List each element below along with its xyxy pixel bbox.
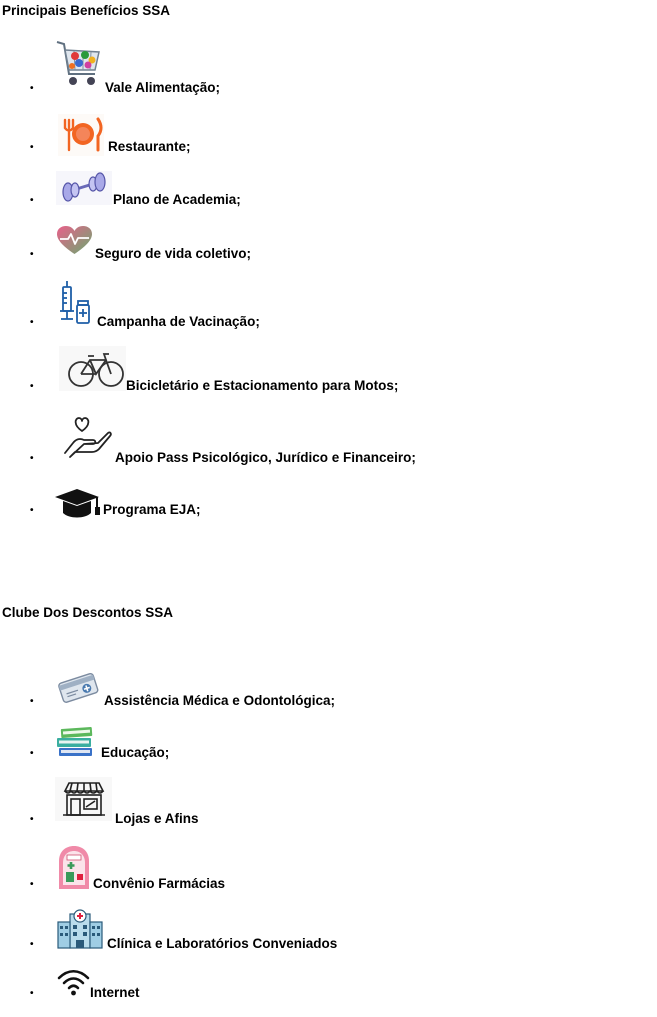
- benefit-label-programa-eja: Programa EJA;: [103, 502, 201, 517]
- syringe-vial-icon: [60, 281, 90, 324]
- benefit-label-campanha-vacinacao: Campanha de Vacinação;: [97, 314, 260, 329]
- discount-label-lojas-afins: Lojas e Afins: [115, 811, 199, 826]
- hospital-icon: [57, 909, 103, 949]
- list-item: • Internet: [0, 0, 640, 1000]
- list-item: • Lojas e Afins: [0, 0, 640, 826]
- dumbbell-icon: [56, 171, 112, 205]
- bullet: •: [30, 83, 34, 94]
- benefit-label-vale-alimentacao: Vale Alimentação;: [105, 80, 221, 95]
- bullet: •: [30, 317, 34, 328]
- heart-pulse-icon: [57, 226, 92, 254]
- list-item: • Campanha de Vacinação;: [0, 0, 640, 329]
- bullet: •: [30, 988, 34, 999]
- bullet: •: [30, 453, 34, 464]
- storefront-icon: [55, 777, 112, 821]
- shopping-cart-icon: [56, 41, 100, 85]
- list-item: • Assistência Médica e Odontológica;: [0, 0, 640, 708]
- list-item: • Bicicletário e Estacionamento para Mot…: [0, 0, 640, 393]
- bullet: •: [30, 748, 34, 759]
- benefit-label-restaurante: Restaurante;: [108, 139, 191, 154]
- section-title-benefits: Principais Benefícios SSA: [2, 3, 171, 18]
- list-item: • Convênio Farmácias: [0, 0, 640, 891]
- bullet: •: [30, 249, 34, 260]
- list-item: • Educação;: [0, 0, 640, 760]
- hand-heart-icon: [64, 417, 112, 458]
- bullet: •: [30, 696, 34, 707]
- discount-label-convenio-farmacias: Convênio Farmácias: [93, 876, 226, 891]
- wifi-icon: [57, 969, 90, 996]
- bullet: •: [30, 195, 34, 206]
- list-item: • Vale Alimentação;: [0, 0, 640, 95]
- bullet: •: [30, 505, 34, 516]
- list-item: • Plano de Academia;: [0, 0, 640, 207]
- section-title-discounts: Clube Dos Descontos SSA: [2, 605, 174, 620]
- benefit-label-apoio-pass: Apoio Pass Psicológico, Jurídico e Finan…: [115, 450, 416, 465]
- bullet: •: [30, 381, 34, 392]
- plate-fork-knife-icon: [58, 114, 104, 156]
- list-item: • Clínica e Laboratórios Conveniados: [0, 0, 640, 951]
- discount-label-educacao: Educação;: [101, 745, 170, 760]
- bullet: •: [30, 814, 34, 825]
- discount-label-clinica-laboratorios: Clínica e Laboratórios Conveniados: [107, 936, 338, 951]
- health-card-icon: [58, 672, 99, 703]
- discount-label-assistencia-medica: Assistência Médica e Odontológica;: [104, 693, 336, 708]
- benefit-label-seguro-vida: Seguro de vida coletivo;: [95, 246, 252, 261]
- benefit-label-plano-academia: Plano de Academia;: [113, 192, 241, 207]
- books-icon: [57, 727, 93, 756]
- pharmacy-icon: [59, 846, 89, 889]
- list-item: • Apoio Pass Psicológico, Jurídico e Fin…: [0, 0, 640, 465]
- graduation-cap-icon: [55, 489, 100, 518]
- list-item: • Restaurante;: [0, 0, 640, 156]
- bullet: •: [30, 879, 34, 890]
- bullet: •: [30, 142, 34, 153]
- benefit-label-bicicletario: Bicicletário e Estacionamento para Motos…: [126, 378, 399, 393]
- list-item: • Seguro de vida coletivo;: [0, 0, 640, 261]
- bullet: •: [30, 939, 34, 950]
- discount-label-internet: Internet: [90, 985, 140, 1000]
- bicycle-icon: [59, 346, 126, 391]
- list-item: • Programa EJA;: [0, 0, 640, 518]
